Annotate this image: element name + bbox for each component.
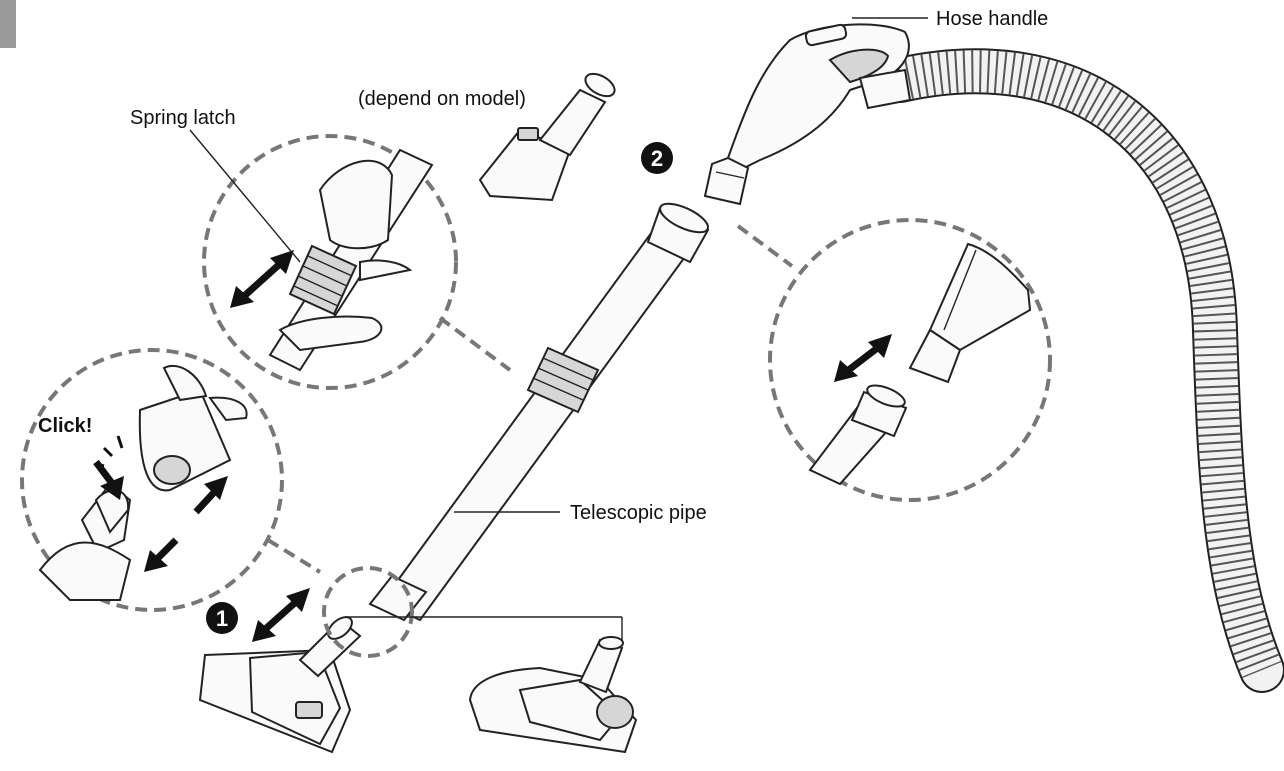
spring-latch-label: Spring latch (130, 107, 236, 129)
telescopic-pipe (370, 198, 712, 620)
flexible-hose (900, 71, 1262, 670)
double-arrow-spring-latch (230, 250, 294, 308)
step-1-number: 1 (216, 606, 228, 631)
spring-latch-pointer (440, 318, 510, 370)
hose-handle (705, 24, 910, 204)
click-callout-pointer (268, 540, 320, 572)
spring-latch-detail (270, 150, 432, 370)
depend-on-model-label: (depend on model) (358, 88, 526, 110)
alternate-floor-nozzle (470, 637, 636, 752)
hose-handle-label: Hose handle (936, 8, 1048, 30)
telescopic-pipe-label: Telescopic pipe (570, 502, 707, 524)
double-arrow-hose-connection (834, 334, 892, 382)
click-label: Click! (38, 415, 92, 437)
page-tab-marker (0, 0, 16, 48)
spring-latch-leader (190, 130, 300, 262)
hose-connection-callout (770, 220, 1050, 500)
step-2-number: 2 (651, 146, 663, 171)
double-arrow-nozzle (252, 588, 310, 642)
hose-connection-pointer (738, 226, 792, 266)
